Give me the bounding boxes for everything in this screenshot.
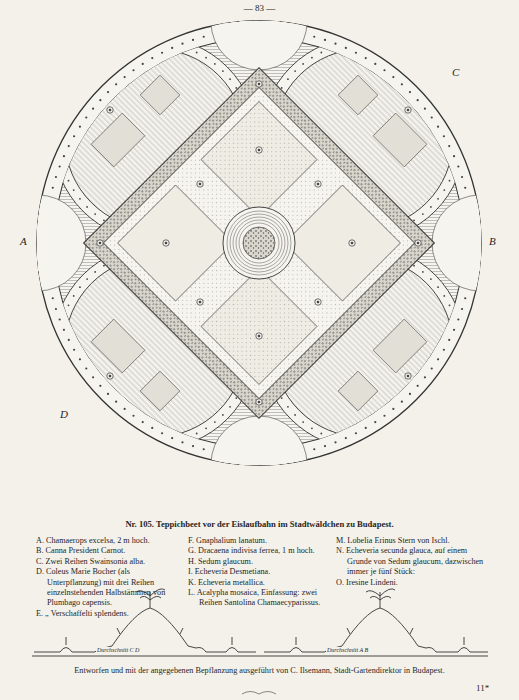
page-number: — 83 — bbox=[0, 3, 519, 13]
figure-title: Nr. 105. Teppichbeet vor der Eislaufbahn… bbox=[0, 519, 519, 529]
section-label: Durchschnitt A B bbox=[326, 647, 369, 653]
figure-caption: Entworfen und mit der angegebenen Bepfla… bbox=[0, 666, 519, 675]
legend-column: F. Gnaphalium lanatum.G. Dracaena indivi… bbox=[188, 536, 328, 609]
plant-key: N. Echeveria secunda glauca, auf einem G… bbox=[336, 546, 486, 577]
plant-key: A. Chamaerops excelsa, 2 m hoch. bbox=[36, 536, 184, 546]
section-letter: A bbox=[20, 235, 27, 247]
plant-key: E. „ Verschaffelti splendens. bbox=[36, 609, 184, 619]
legend-column: A. Chamaerops excelsa, 2 m hoch.B. Canna… bbox=[36, 536, 184, 619]
plant-key: L. Acalypha mosaica, Einfassung: zwei Re… bbox=[188, 588, 328, 609]
section-letter: C bbox=[452, 66, 459, 78]
plant-key: O. Iresine Lindeni. bbox=[336, 578, 486, 588]
plant-key: M. Lobelia Erinus Stern von Ischl. bbox=[336, 536, 486, 546]
plant-key: K. Echeveria metallica. bbox=[188, 578, 328, 588]
plant-key: G. Dracaena indivisa ferrea, 1 m hoch. bbox=[188, 546, 328, 556]
plant-key: F. Gnaphalium lanatum. bbox=[188, 536, 328, 546]
plant-key: I. Echeveria Desmetiana. bbox=[188, 567, 328, 577]
plant-key: D. Coleus Marie Bocher (als Unterpflanzu… bbox=[36, 567, 184, 609]
legend-column: M. Lobelia Erinus Stern von Ischl.N. Ech… bbox=[336, 536, 486, 588]
section-letter: B bbox=[489, 235, 496, 247]
page-number: 11* bbox=[476, 683, 489, 693]
section-label: Durchschnitt C D bbox=[96, 647, 140, 653]
section-letter: D bbox=[60, 408, 68, 420]
plant-key: H. Sedum glaucum. bbox=[188, 557, 328, 567]
plant-key: B. Canna President Carnot. bbox=[36, 546, 184, 556]
plant-key: C. Zwei Reihen Swainsonia alba. bbox=[36, 557, 184, 567]
